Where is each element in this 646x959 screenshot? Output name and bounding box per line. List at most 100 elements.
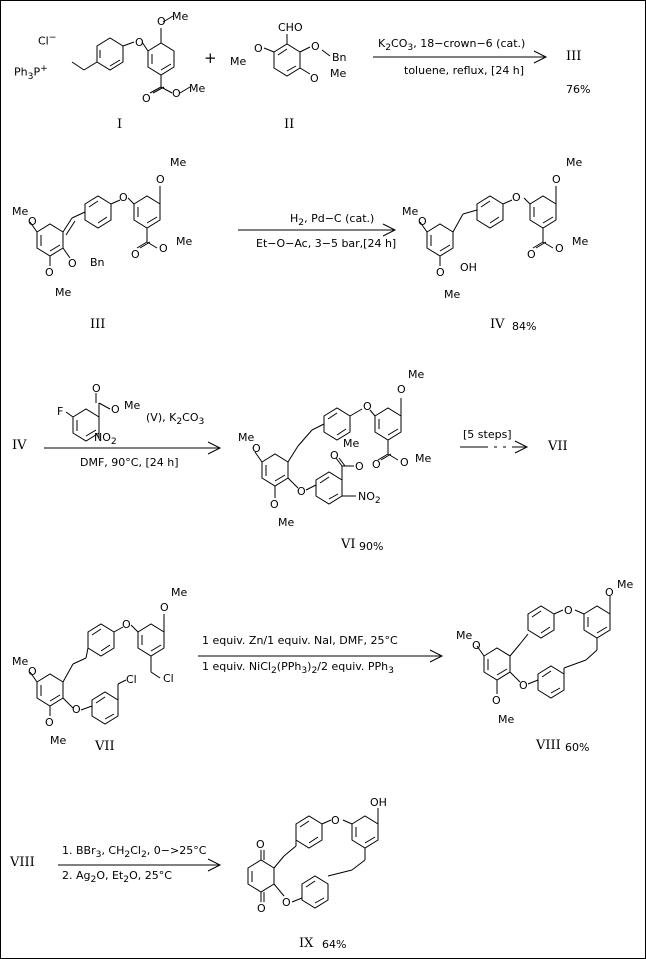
atom-o: O xyxy=(45,266,54,279)
step1-conditions-top: K2CO3, 18−crown−6 (cat.) xyxy=(378,37,526,54)
atom-bn: Bn xyxy=(90,256,105,269)
atom-me: Me xyxy=(12,655,29,668)
atom-o: O xyxy=(28,215,37,228)
step2-start-label: III xyxy=(90,317,106,332)
atom-o: O xyxy=(330,449,339,462)
step2-product-label: IV xyxy=(490,317,505,332)
atom-me: Me xyxy=(238,431,255,444)
compound-II-structure xyxy=(263,34,331,77)
negative-charge: − xyxy=(48,32,57,43)
step3-yield: 90% xyxy=(359,540,384,553)
atom-me: Me xyxy=(55,286,72,299)
atom-me: Me xyxy=(50,734,67,747)
step5-conditions-top: 1. BBr3, CH2Cl2, 0−>25°C xyxy=(62,844,207,861)
step1-product-label: III xyxy=(566,49,582,64)
atom-o: O xyxy=(436,266,445,279)
atom-o: O xyxy=(555,242,564,255)
step4-start-label: VII xyxy=(95,739,115,754)
atom-o: O xyxy=(92,382,101,395)
reagent-V-structure xyxy=(65,393,111,442)
atom-oh: OH xyxy=(370,796,387,809)
compound-VI-structure xyxy=(254,398,402,505)
step4-conditions-bottom: 1 equiv. NiCl2(PPh3)2/2 equiv. PPh3 xyxy=(202,660,394,677)
positive-charge: + xyxy=(40,63,48,74)
atom-me: Me xyxy=(343,437,360,450)
compound-IV-structure xyxy=(419,186,557,266)
step4-product-label: VIII xyxy=(536,738,561,753)
step4-yield: 60% xyxy=(565,741,590,754)
atom-o: O xyxy=(311,40,320,53)
phosphonium-label: Ph3P+ xyxy=(14,63,48,82)
step3-product-label: VI xyxy=(341,537,356,552)
atom-me: Me xyxy=(170,156,187,169)
step5-start-label: VIII xyxy=(10,855,35,870)
step2-yield: 84% xyxy=(512,320,537,333)
atom-me: Me xyxy=(617,578,634,591)
atom-me: Me xyxy=(566,156,583,169)
atom-o: O xyxy=(552,173,561,186)
atom-me: Me xyxy=(124,399,141,412)
atom-o: O xyxy=(372,458,381,471)
atom-o: O xyxy=(331,814,340,827)
atom-me: Me xyxy=(572,235,589,248)
atom-o: O xyxy=(142,92,151,105)
compound-VII-structure xyxy=(29,614,165,725)
atom-o: O xyxy=(252,442,261,455)
atom-me: Me xyxy=(230,55,247,68)
atom-o: O xyxy=(564,604,573,617)
atom-o: O xyxy=(512,191,521,204)
compound-VIII-structure xyxy=(476,596,611,699)
compound-III-structure xyxy=(29,186,161,266)
atom-o: O xyxy=(28,665,37,678)
atom-o: O xyxy=(363,400,372,413)
plus-sign: + xyxy=(204,49,217,67)
step3-reagent: (V), K2CO3 xyxy=(146,411,205,428)
atom-me: Me xyxy=(12,205,29,218)
compound-II-label: II xyxy=(284,117,295,132)
step2-conditions-top: H2, Pd−C (cat.) xyxy=(290,212,375,229)
atom-o: O xyxy=(160,601,169,614)
atom-o: O xyxy=(256,838,265,851)
atom-me: Me xyxy=(444,288,461,301)
atom-me: Me xyxy=(171,586,188,599)
atom-no2: NO2 xyxy=(94,431,117,448)
compound-I-label: I xyxy=(117,117,123,132)
atom-bn: Bn xyxy=(332,51,347,64)
step5-yield: 64% xyxy=(322,938,347,951)
atom-cl: Cl xyxy=(126,673,137,686)
step3-next-conditions: [5 steps] xyxy=(463,428,512,441)
atom-o: O xyxy=(605,586,614,599)
atom-o: O xyxy=(131,248,140,261)
atom-cho: CHO xyxy=(278,21,303,34)
atom-me: Me xyxy=(415,452,432,465)
atom-o: O xyxy=(156,173,165,186)
atom-o: O xyxy=(254,42,263,55)
atom-o: O xyxy=(527,248,536,261)
step5-product-label: IX xyxy=(299,936,314,951)
step5-conditions-bottom: 2. Ag2O, Et2O, 25°C xyxy=(62,869,172,886)
step1-yield: 76% xyxy=(566,83,591,96)
step1-conditions-bottom: toluene, reflux, [24 h] xyxy=(404,64,525,77)
atom-o: O xyxy=(45,716,54,729)
atom-o: O xyxy=(257,902,266,915)
atom-o: O xyxy=(172,87,181,100)
atom-o: O xyxy=(72,703,81,716)
atom-o: O xyxy=(157,15,166,28)
chloride-label: Cl− xyxy=(38,32,57,48)
reaction-arrows xyxy=(44,50,548,872)
atom-no2: NO2 xyxy=(358,490,381,507)
atom-o: O xyxy=(297,485,306,498)
step4-conditions-top: 1 equiv. Zn/1 equiv. NaI, DMF, 25°C xyxy=(202,634,398,647)
atom-me: Me xyxy=(456,629,473,642)
atom-o: O xyxy=(159,242,168,255)
atom-me: Me xyxy=(278,516,295,529)
atom-o: O xyxy=(472,639,481,652)
atom-o: O xyxy=(135,36,144,49)
atom-o: O xyxy=(282,896,291,909)
atom-o: O xyxy=(122,618,131,631)
atom-o: O xyxy=(397,383,406,396)
atom-me: Me xyxy=(172,10,189,23)
atom-o: O xyxy=(68,257,77,270)
